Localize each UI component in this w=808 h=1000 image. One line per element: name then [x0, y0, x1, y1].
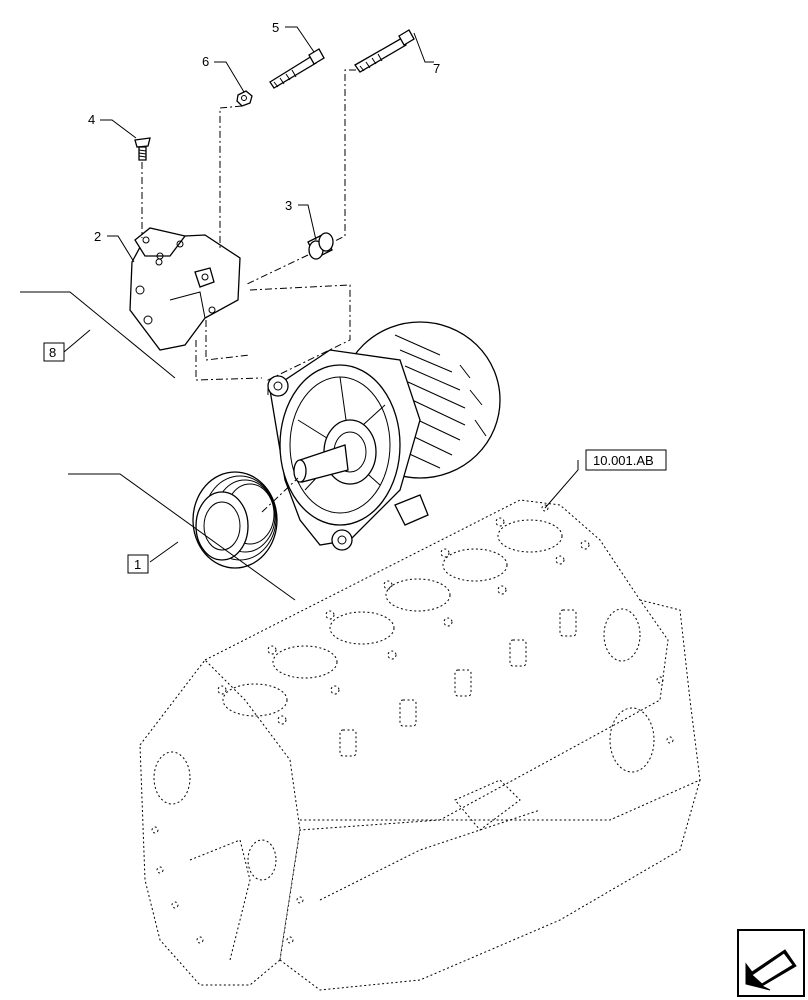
callout-3: 3 [285, 198, 292, 213]
spacer-bushing [307, 232, 334, 260]
alternator [267, 321, 501, 551]
callout-2: 2 [94, 229, 101, 244]
callout-box-1 [127, 554, 149, 574]
callout-8: 8 [49, 345, 56, 360]
alternator-bracket [129, 227, 241, 351]
callout-box-8 [43, 342, 65, 362]
bolt-4 [134, 137, 151, 161]
callout-5: 5 [272, 20, 279, 35]
arrow-back-icon[interactable] [737, 929, 805, 997]
bolt-7 [354, 29, 415, 73]
callout-4: 4 [88, 112, 95, 127]
nut-6 [236, 90, 253, 107]
callout-6: 6 [202, 54, 209, 69]
reference-label[interactable]: 10.001.AB [593, 453, 654, 468]
assembly-center-lines [141, 69, 356, 513]
engine-block-phantom [139, 499, 701, 991]
pulley [192, 471, 278, 569]
leader-lines [20, 26, 579, 601]
callout-7: 7 [433, 61, 440, 76]
callout-1: 1 [134, 557, 141, 572]
bolt-5 [269, 48, 325, 89]
reference-box [585, 449, 667, 471]
